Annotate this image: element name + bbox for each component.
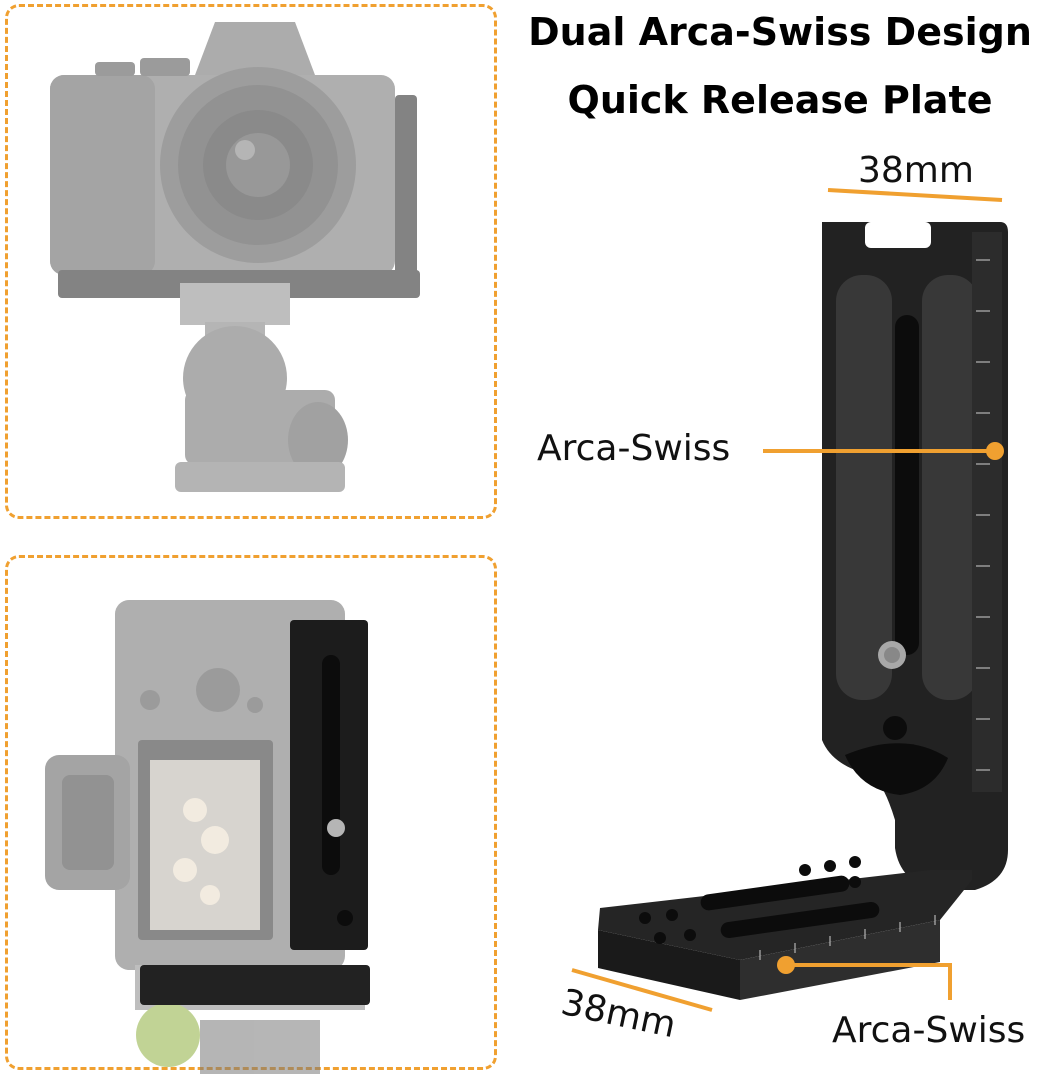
landscape-camera-illustration [50,22,420,492]
vertical-width-dimension-line [827,188,1003,202]
l-bracket-product [598,222,1008,1000]
portrait-camera-illustration [45,600,370,1074]
vertical-arca-swiss-label: Arca-Swiss [537,428,731,469]
base-arca-swiss-label: Arca-Swiss [832,1010,1026,1051]
base-arca-leader-line [786,963,952,1000]
headline-line-1: Dual Arca-Swiss Design [528,10,1032,54]
base-arca-marker [777,956,795,974]
vertical-width-label: 38mm [858,150,974,191]
vertical-arca-marker [986,442,1004,460]
base-width-dimension-line [571,968,713,1012]
headline-line-2: Quick Release Plate [567,78,993,122]
landscape-mount-panel [5,4,497,519]
